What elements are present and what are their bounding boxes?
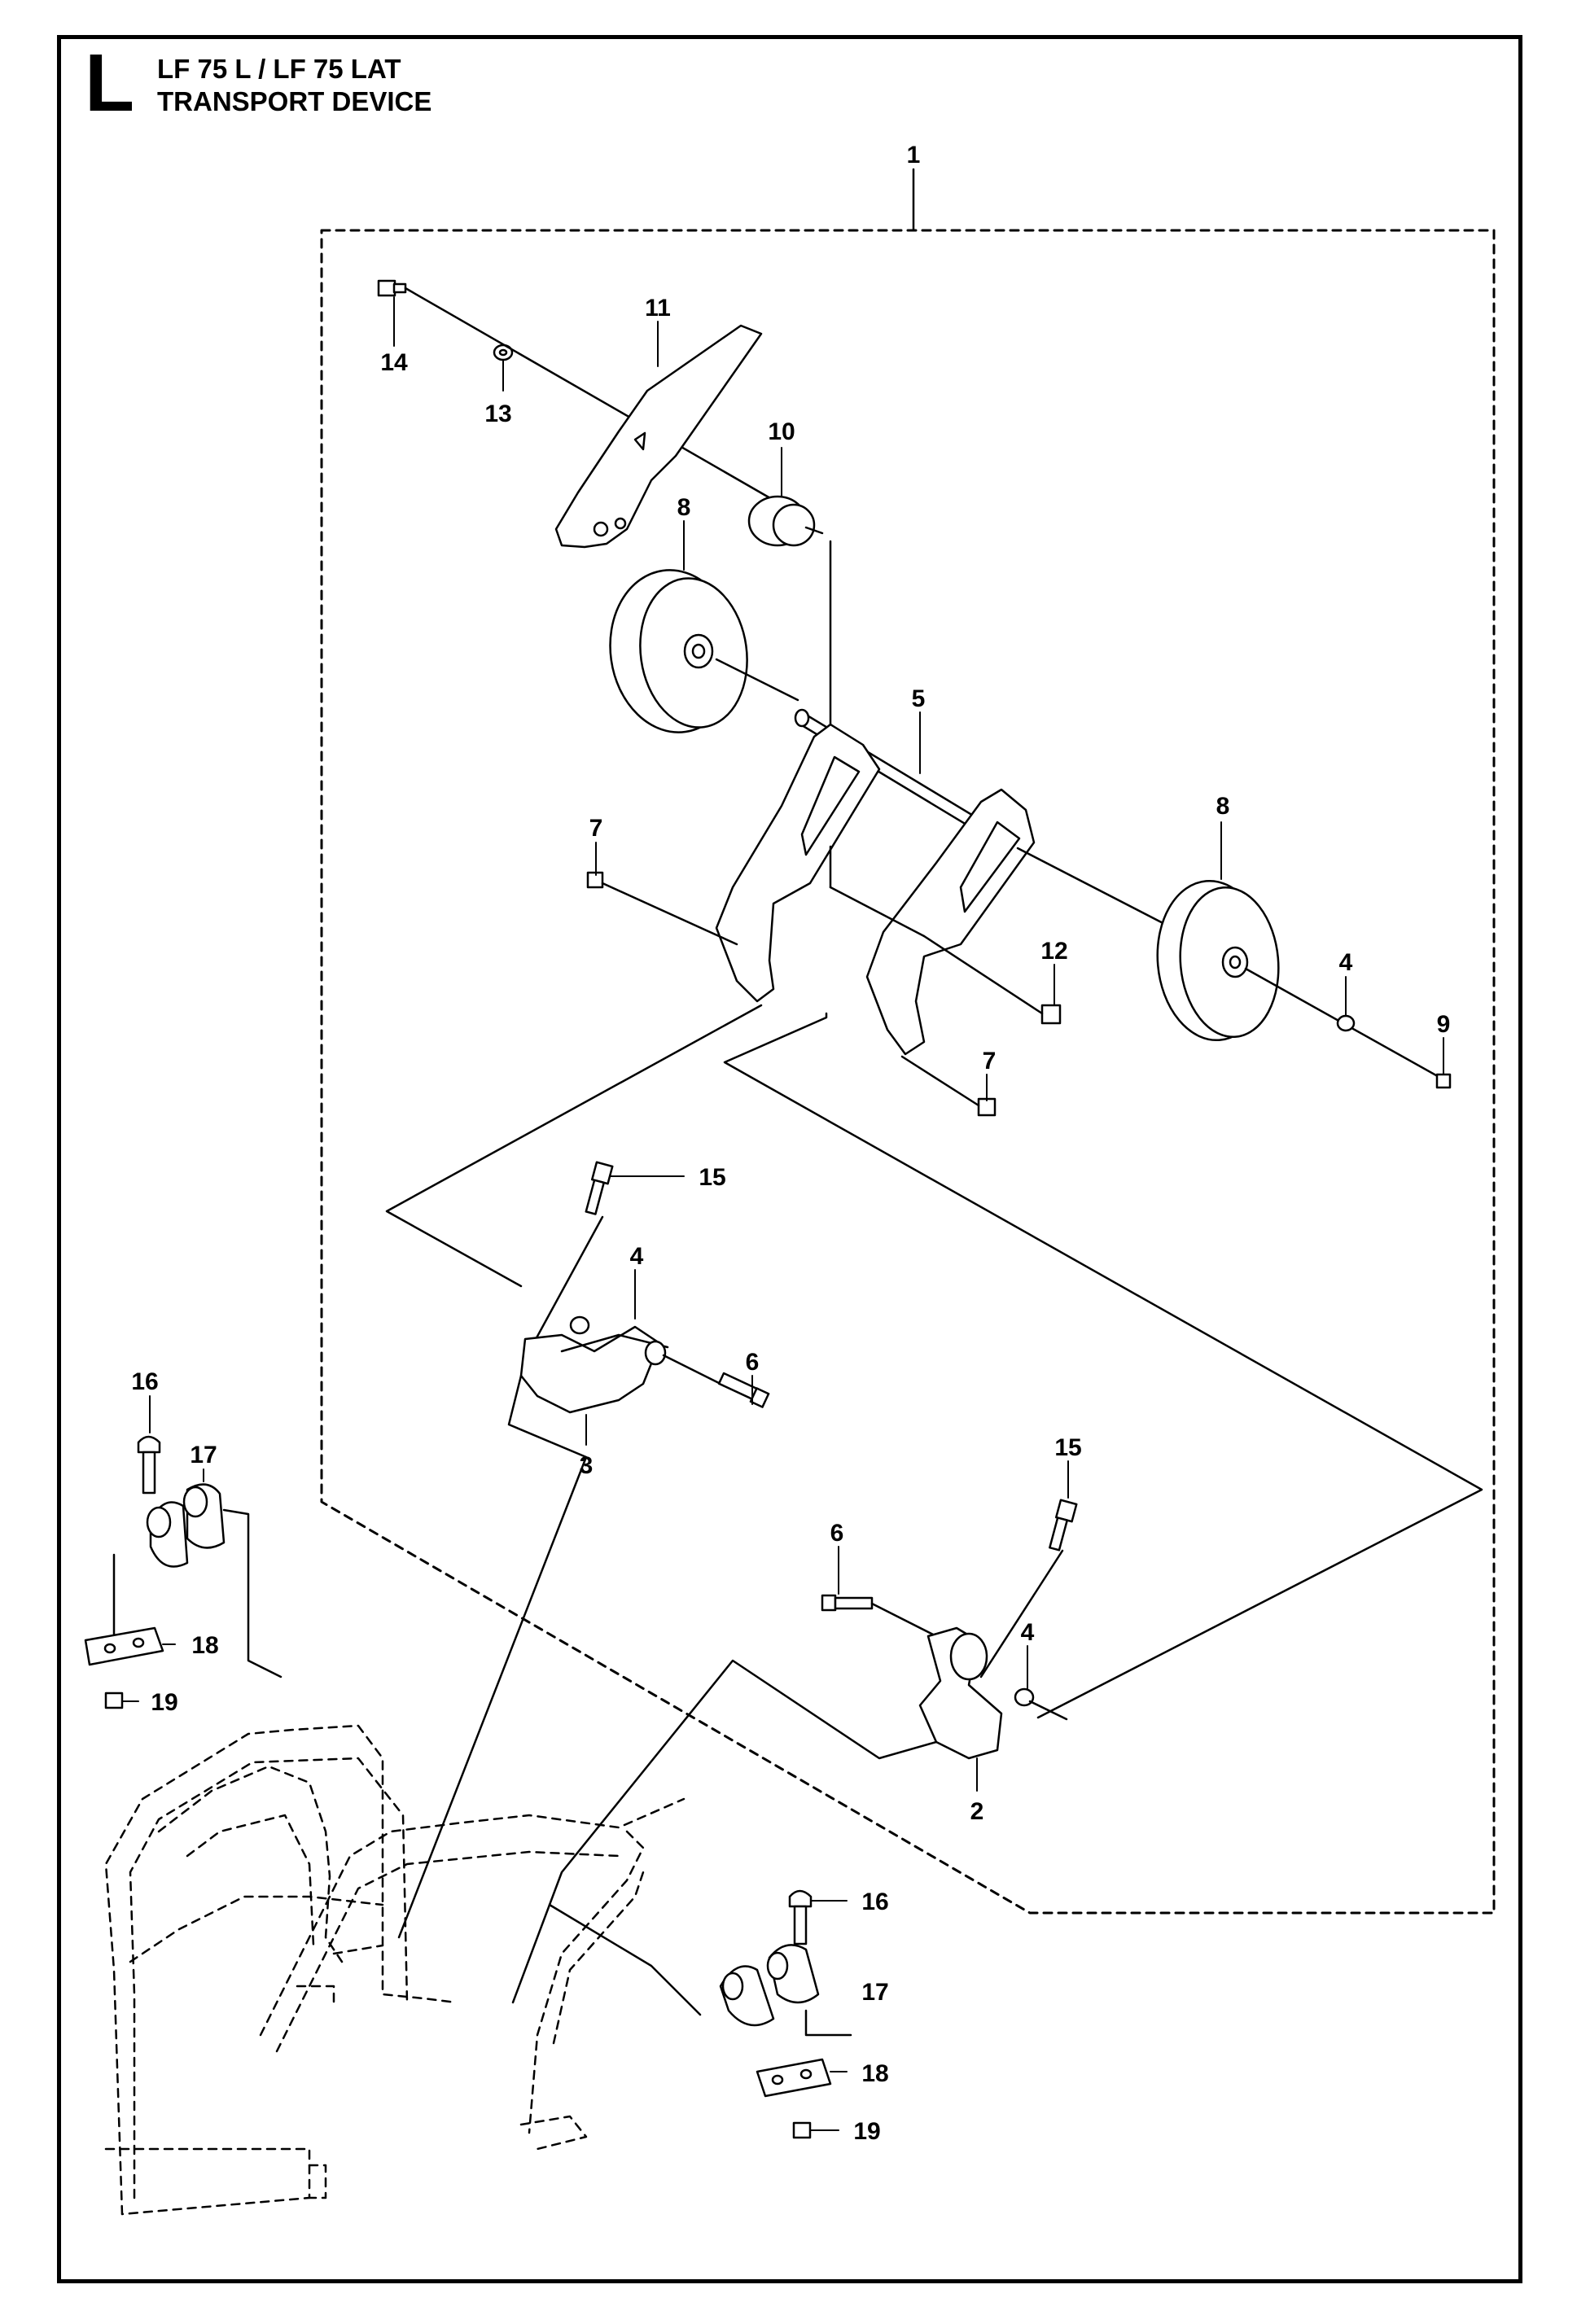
callout-7b: 7: [983, 1048, 997, 1074]
callout-15a: 15: [699, 1164, 725, 1191]
nut-19b-part: [792, 2121, 812, 2139]
spacer-10-part: [747, 495, 824, 547]
nut-9-part: [1435, 1073, 1452, 1089]
callout-4c: 4: [1021, 1619, 1035, 1646]
callout-9: 9: [1437, 1011, 1451, 1038]
callout-2: 2: [970, 1798, 984, 1825]
axle-line-upper: [715, 658, 799, 702]
model-title: LF 75 L / LF 75 LAT: [157, 54, 401, 84]
bolt-14-part: [377, 279, 407, 297]
handle-11-part: [554, 324, 763, 549]
callout-12: 12: [1040, 938, 1067, 965]
section-title: TRANSPORT DEVICE: [157, 86, 432, 116]
callout-8b: 8: [1216, 793, 1230, 820]
callout-7a: 7: [589, 815, 603, 842]
callout-19b: 19: [853, 2118, 880, 2145]
clamp-17a-part: [146, 1483, 226, 1568]
wheel-8a-part: [609, 569, 748, 733]
bolt-6b-part: [821, 1594, 874, 1612]
bolt-16b-part: [788, 1889, 813, 1945]
nut-19a-part: [104, 1692, 124, 1709]
callout-17b: 17: [861, 1979, 888, 2006]
axle-line-right: [1016, 847, 1174, 930]
nut-12-part: [1040, 1004, 1062, 1025]
frame-tube-part: [104, 1724, 686, 2216]
bracket-right-part: [865, 788, 1036, 1056]
washer-4a-part: [1336, 1014, 1356, 1032]
callout-6a: 6: [746, 1349, 760, 1376]
callout-19a: 19: [151, 1689, 177, 1716]
callout-8a: 8: [677, 494, 691, 521]
bracket-left-part: [715, 723, 881, 1003]
callout-14: 14: [380, 349, 408, 376]
section-letter: L: [85, 37, 135, 129]
leader-left-bracket: [385, 1004, 763, 1288]
wheel-8b-part: [1156, 879, 1280, 1042]
callout-10: 10: [768, 418, 795, 445]
callout-3: 3: [580, 1452, 594, 1479]
callout-leaders: [121, 296, 1444, 2131]
callout-17a: 17: [190, 1442, 217, 1468]
leader-clamp-17b: [548, 1903, 852, 2037]
callout-4b: 4: [630, 1243, 644, 1270]
callout-11: 11: [645, 295, 671, 322]
leader-holder-3: [397, 1374, 588, 1939]
diagram-frame: [57, 35, 1522, 2283]
callout-1: 1: [907, 142, 921, 169]
callout-18a: 18: [191, 1632, 218, 1659]
washer-4b-part: [569, 1315, 590, 1335]
callout-18b: 18: [861, 2060, 888, 2087]
leader-holder-2: [511, 1659, 938, 2004]
callout-13: 13: [484, 400, 511, 427]
assembly-group-outline: [320, 229, 1496, 1915]
bolt-6a-part: [717, 1372, 770, 1408]
bolt-15a-part: [585, 1161, 614, 1215]
bolt-16a-part: [137, 1435, 161, 1495]
axis-line-upper: [404, 287, 783, 506]
bolt-15b-part: [1049, 1499, 1078, 1552]
callout-6b: 6: [830, 1520, 844, 1547]
washer-4c-part: [1014, 1687, 1035, 1707]
plate-18b-part: [756, 2058, 832, 2098]
callout-16a: 16: [131, 1368, 158, 1395]
clamp-17b-part: [719, 1944, 820, 2027]
callout-5: 5: [912, 685, 926, 712]
callout-15b: 15: [1054, 1434, 1081, 1461]
callout-16b: 16: [861, 1889, 888, 1915]
plate-18a-part: [84, 1626, 164, 1666]
callout-4a: 4: [1339, 949, 1353, 976]
leader-right-bracket: [723, 1012, 1483, 1719]
